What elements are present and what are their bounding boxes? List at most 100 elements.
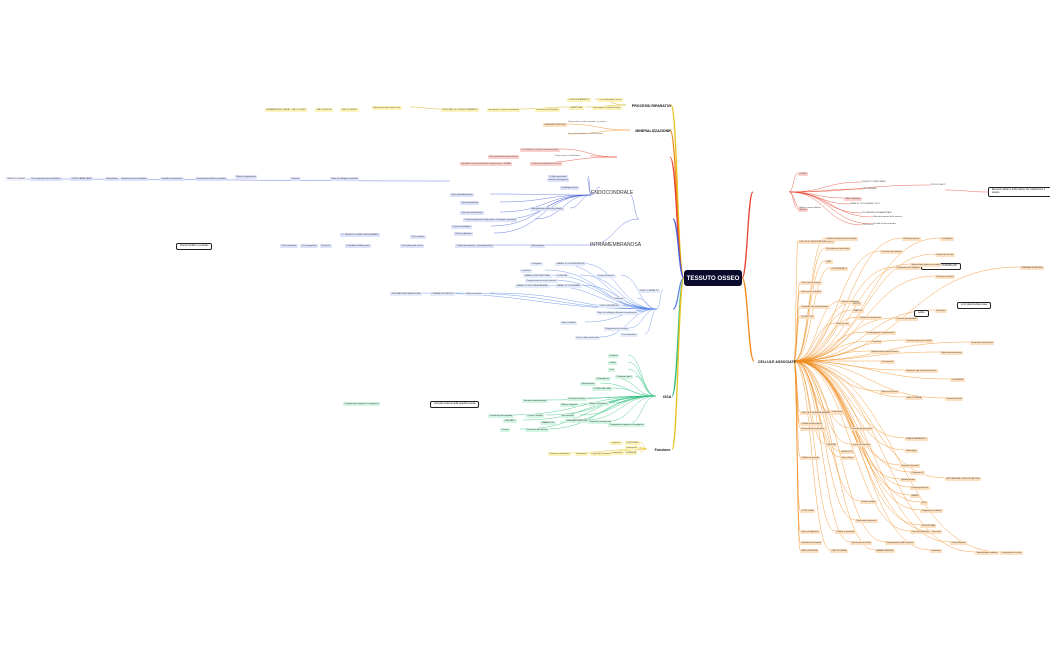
node-rimodel-1[interactable]: Riassorbimento osteoclastico (488, 155, 520, 159)
node-cellule_bottom-14[interactable]: Acidificazione (900, 478, 917, 482)
node-connettivo-5[interactable]: OSTEOCITI (862, 224, 874, 226)
node-ossif_endo-2[interactable]: Cartilagine ialina (560, 186, 580, 190)
node-ossif_left-0[interactable]: TESSUTO OSSEO (5, 177, 27, 181)
node-processi-8[interactable]: CALLO OSSEO (340, 108, 359, 112)
node-tipi-0[interactable]: Collageno (530, 262, 543, 266)
node-ossif_endo-6[interactable]: Centro primario di ossificazione (463, 218, 497, 222)
branch-cellule-associate[interactable]: CELLULE ASSOCIATE (757, 359, 797, 364)
node-cellule_top-29[interactable]: Meccanotrasduzione (940, 351, 964, 355)
node-cisa-8[interactable]: Sostanza fondamentale (522, 399, 548, 403)
node-tipi-10[interactable]: Trabecole (612, 297, 625, 301)
node-ossif_endo-1[interactable]: Modello cartilagineo (547, 178, 570, 182)
node-tipi-7[interactable]: CANALI DI VOLKMANN (555, 284, 582, 288)
node-cisa-17[interactable]: Osteociti nelle lacune (525, 428, 549, 432)
node-tipi-14[interactable]: Fibre di collagene disposte casualmente (596, 311, 639, 315)
node-cisa-15[interactable]: CANALICOLI (540, 421, 557, 425)
branch-mineralizzazione[interactable]: MINERALIZZAZIONE (635, 128, 671, 133)
node-rimodel-2[interactable]: Deposizione osteoblastica (555, 155, 581, 157)
node-cellule_top-25[interactable]: Canalicoli (870, 340, 883, 344)
node-cisa-13[interactable]: Sali minerali (560, 414, 575, 418)
node-funzione-7[interactable]: RISERVA (625, 451, 638, 455)
node-processi-1[interactable]: Consolidamento osseo (598, 98, 624, 102)
node-ossif_left-2[interactable]: OSSO LAMELLARE (70, 177, 93, 181)
node-funzione-2[interactable]: movimento (610, 451, 624, 455)
node-ossif_left-4[interactable]: Struttura interna lamellare (120, 177, 149, 181)
node-cisa-5[interactable]: Glicoproteine (580, 382, 596, 386)
node-cisa-12[interactable]: Calcio e fosfato (526, 414, 545, 418)
node-cellule_bottom-4[interactable]: Fusione di precursori (850, 427, 874, 431)
node-cellule_top-35[interactable]: Osteociti maturi (945, 397, 964, 401)
node-cellule_top-18[interactable]: INATTIVI (852, 309, 864, 313)
node-ossif_endo-4[interactable]: Zona di ipertrofia (460, 201, 480, 205)
node-tipi-19[interactable]: FORAME NUTRITIZIO (430, 292, 456, 296)
node-cellule_top-1[interactable]: Cellule staminali mesenchimali (825, 237, 858, 241)
node-cellule_bottom-12[interactable]: Enzimi lisosomiali (900, 464, 921, 468)
node-cellule_bottom-8[interactable]: MONOCITI (840, 450, 854, 454)
connettivo-note-box[interactable]: Elementi cellulari e della matrice che c… (988, 187, 1050, 197)
node-funzione-1[interactable]: protezione (625, 446, 639, 450)
node-connettivo-11[interactable]: Cristalli di idrossiapatite (873, 223, 896, 225)
node-cisa-4[interactable]: Proteoglicani (595, 377, 611, 381)
node-cellule_top-14[interactable]: Secernono osteoide (800, 290, 823, 294)
node-connettivo-7[interactable]: Matrice extracellulare (800, 207, 821, 209)
node-cisa-10[interactable]: Matrice inorganica (588, 402, 609, 406)
node-processi-9[interactable]: CALLO MOLLE (315, 108, 334, 112)
node-cellule_bottom-19[interactable]: CITOLOGIA (800, 509, 815, 513)
node-cellule_top-24[interactable]: Prolungamenti citoplasmatici (865, 331, 896, 335)
cellule-box-3[interactable]: cellule (914, 310, 929, 317)
node-cellule_bottom-16[interactable]: ATTIVAZIONE OSTEOCLASTICA (945, 477, 981, 481)
intramembranosa-label[interactable]: INTRAMEMBRANOSA (590, 242, 642, 248)
node-cellule_bottom-23[interactable]: STRUTTURA (920, 524, 937, 528)
node-cellule_top-34[interactable]: CALCITONINA (905, 396, 923, 400)
node-cellule_top-19[interactable]: Cellule di rivestimento (858, 316, 883, 320)
node-ossif_left-5[interactable]: Lamelle concentriche (160, 177, 184, 181)
node-cisa-0[interactable]: Proteine (608, 354, 620, 358)
node-ossif_endo-10[interactable]: Collare periostale (548, 175, 569, 179)
node-tipi-18[interactable]: IRRORAZIONE SANGUIGNA (390, 292, 422, 296)
node-cisa-20[interactable]: Componente organica e inorganica (343, 402, 381, 406)
node-cellule_bottom-2[interactable]: Cellule multinucleate (800, 422, 824, 426)
side-box-cisa[interactable]: processo continuo della superficie ossea (430, 401, 480, 408)
node-cellule_bottom-29[interactable]: Secrezione di acido (850, 541, 873, 545)
node-cellule_bottom-6[interactable]: Lacune di Howship (850, 443, 872, 447)
node-cellule_bottom-5[interactable]: ORIGINE (825, 443, 838, 447)
node-cellule_top-0[interactable]: CELLULE OSTEOPROGENITRICI (798, 240, 835, 244)
node-cellule_top-27[interactable]: Giunzioni comunicanti (970, 341, 995, 345)
node-cellule_bottom-3[interactable]: Derivazione monocitica (800, 427, 826, 431)
node-connettivo-2[interactable]: Fibre collagene (844, 197, 862, 201)
node-cellule_bottom-37[interactable]: Omeostasi del calcio (1000, 551, 1024, 555)
node-cellule_top-26[interactable]: Comunicazione tra cellule (905, 339, 934, 343)
node-connettivo-3[interactable]: TESSUTO PRINCIPALE (862, 181, 886, 183)
node-cellule_bottom-33[interactable]: CALCITONINA (830, 549, 848, 553)
node-cellule_top-7[interactable]: BMP (825, 260, 833, 264)
node-cellule_top-23[interactable]: Nelle lacune (835, 322, 851, 326)
node-mineral-2[interactable]: Vescicole di matrice e calcificazione (568, 133, 603, 135)
node-tipi-9[interactable]: OSSO COMPATTO (638, 289, 660, 293)
node-cisa-6[interactable]: OSTEOCALCINA (592, 387, 613, 391)
node-cellule_bottom-35[interactable]: Inibizione (930, 549, 943, 553)
node-ossif_left-9[interactable]: Fibre di collagene parallele (330, 177, 360, 181)
node-ossif_left-6[interactable]: Sostituzione dell'osso primario (195, 177, 228, 181)
node-ossif_endo-11[interactable]: Invasione vascolare (495, 218, 518, 222)
node-tipi-13[interactable]: Spazi midollari (560, 321, 578, 325)
node-cellule_top-9[interactable]: Sintesi della matrice osteoide (910, 263, 942, 267)
node-processi-2[interactable]: FRATTURA (569, 106, 584, 110)
node-cellule_top-13[interactable]: Vescicole di matrice (800, 281, 823, 285)
node-connettivo-8[interactable]: FIBRE DI COLLAGENE TIPO I (850, 203, 881, 205)
node-rimodel-0[interactable]: Lo scheletro si rinnova continuamente (520, 148, 560, 152)
node-cellule_bottom-0[interactable]: CELLULE DI RIASSORBIMENTO OSSEO (800, 411, 845, 415)
node-ossif_endo-3[interactable]: Zona di proliferazione (450, 193, 475, 197)
node-ossif_intra-1[interactable]: Mesenchima (530, 244, 546, 248)
node-cellule_top-31[interactable]: Risposta agli stimoli meccanici (905, 369, 938, 373)
node-cellule_top-28[interactable]: Mantenimento della matrice (870, 350, 900, 354)
node-connettivo-1[interactable]: Matrice (798, 208, 809, 212)
node-cellule_top-11[interactable]: MINERALIZZAZIONE (1020, 266, 1045, 270)
node-rimodel-4[interactable]: Unità di rimodellamento osseo (530, 162, 563, 166)
node-ossif_intra-4[interactable]: Ossa piatte del cranio (400, 244, 425, 248)
node-cellule_bottom-28[interactable]: Sistema di trasporto (800, 541, 823, 545)
node-cellule_bottom-11[interactable]: Zona chiara (840, 456, 855, 460)
node-tipi-16[interactable]: Osso a fibre intrecciate (575, 336, 601, 340)
node-cisa-3[interactable]: Collagene tipo I (615, 375, 634, 379)
node-ossif_intra-6[interactable]: Periostio (320, 244, 332, 248)
branch-ossificazione[interactable]: OSSIFICAZIONE (645, 217, 673, 222)
